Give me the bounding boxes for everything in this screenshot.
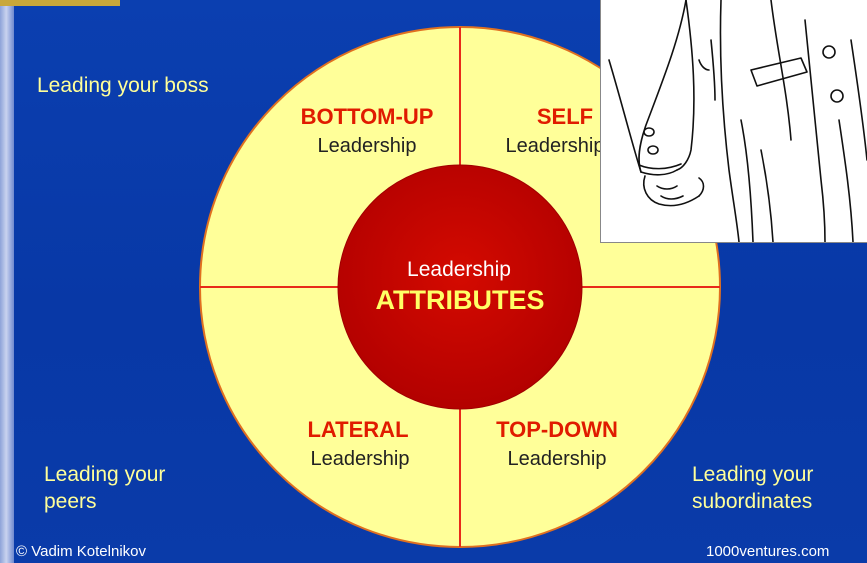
bottom-up-subtitle: Leadership	[318, 135, 417, 157]
lateral-subtitle: Leadership	[311, 448, 410, 470]
center-line2: ATTRIBUTES	[376, 285, 545, 315]
top-down-subtitle: Leadership	[508, 448, 607, 470]
top-down-title: TOP-DOWN	[496, 417, 618, 442]
center-line1: Leadership	[407, 258, 511, 281]
site-url: 1000ventures.com	[706, 543, 829, 560]
leading-boss-label: Leading your boss	[37, 74, 209, 98]
copyright-text: © Vadim Kotelnikov	[16, 543, 146, 560]
leading-peers-label: Leading your peers	[44, 461, 165, 515]
bottom-up-title: BOTTOM-UP	[301, 104, 434, 129]
self-title: SELF	[537, 104, 593, 129]
businessman-sketch-icon	[600, 0, 867, 243]
leading-subordinates-label: Leading your subordinates	[692, 461, 813, 515]
self-subtitle: Leadership	[506, 135, 605, 157]
lateral-title: LATERAL	[307, 417, 408, 442]
